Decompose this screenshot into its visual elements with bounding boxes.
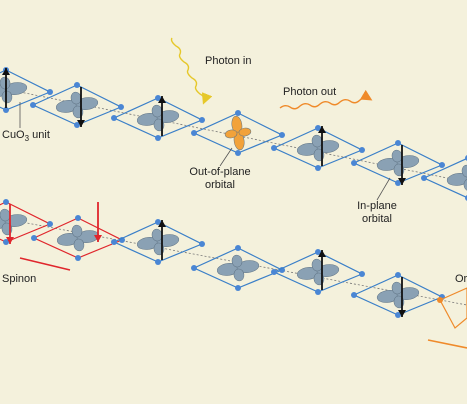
oxygen-atom (351, 292, 357, 298)
orbital-lobe-icon (376, 149, 420, 177)
cuo3-unit-label: CuO3 unit (2, 129, 50, 144)
oxygen-atom (75, 255, 81, 261)
photon-out-wave-icon (279, 89, 373, 110)
oxygen-atom (235, 110, 241, 116)
oxygen-atom (118, 104, 124, 110)
in-plane-orbital-label: In-plane orbital (357, 200, 397, 225)
out-of-plane-leader (219, 147, 233, 167)
oxygen-atom (155, 95, 161, 101)
oxygen-atom (315, 289, 321, 295)
spin-up-arrow-icon-head (318, 126, 326, 133)
oxygen-atom (271, 269, 277, 275)
oxygen-atom (111, 115, 117, 121)
oxygen-atom (30, 102, 36, 108)
orbital-lobe-icon (136, 228, 180, 256)
oxygen-atom (199, 241, 205, 247)
orbital-lobe-icon (446, 164, 467, 192)
orbiton-atom (437, 297, 443, 303)
oxygen-atom (3, 239, 9, 245)
oxygen-atom (191, 265, 197, 271)
oxygen-atom (279, 132, 285, 138)
oxygen-atom (191, 130, 197, 136)
spinon-arrow-icon-head (94, 235, 102, 242)
orbital-lobe-icon (136, 104, 180, 132)
oxygen-atom (359, 271, 365, 277)
oxygen-atom (111, 239, 117, 245)
oxygen-atom (395, 272, 401, 278)
oxygen-atom (271, 145, 277, 151)
spin-up-arrow-icon-head (158, 96, 166, 103)
oxygen-atom (439, 162, 445, 168)
oxygen-atom (74, 122, 80, 128)
oxygen-atom (31, 235, 37, 241)
oxygen-atom (395, 140, 401, 146)
in-plane-leader (376, 177, 391, 201)
orbital-lobe-icon (56, 224, 100, 252)
orbital-lobe-icon (216, 254, 260, 282)
oxygen-atom (3, 107, 9, 113)
oxygen-atom (235, 285, 241, 291)
out-of-plane-orbital-icon (224, 115, 252, 151)
oxygen-atom (315, 165, 321, 171)
orbital-lobe-icon (0, 76, 28, 104)
spin-up-arrow-icon-head (2, 68, 10, 75)
oxygen-atom (421, 175, 427, 181)
oxygen-atom (315, 125, 321, 131)
oxygen-atom (395, 312, 401, 318)
oxygen-atom (155, 219, 161, 225)
oxygen-atom (199, 117, 205, 123)
orbital-lobe-icon (55, 91, 99, 119)
oxygen-atom (75, 215, 81, 221)
spin-up-arrow-icon-head (158, 220, 166, 227)
out-of-plane-orbital-label: Out-of-plane orbital (189, 166, 251, 191)
oxygen-atom (47, 89, 53, 95)
oxygen-atom (47, 221, 53, 227)
oxygen-atom (351, 160, 357, 166)
photon-in-wave-icon (170, 37, 213, 105)
oxygen-atom (235, 245, 241, 251)
photon-in-label: Photon in (205, 55, 252, 67)
oxygen-atom (359, 147, 365, 153)
orbiton-label: Or (455, 273, 467, 285)
spin-down-arrow-icon-head (398, 178, 406, 185)
cuo3-plaquette (422, 157, 467, 199)
spin-down-arrow-icon-head (6, 237, 14, 244)
orbiton-plaquette (439, 287, 467, 329)
orbiton-track (427, 339, 467, 349)
orbital-lobe-icon (376, 281, 420, 309)
spin-up-arrow-icon-head (318, 250, 326, 257)
spin-down-arrow-icon-head (77, 120, 85, 127)
orbital-lobe-icon (296, 258, 340, 286)
spinon-label: Spinon (2, 273, 37, 285)
oxygen-atom (395, 180, 401, 186)
oxygen-atom (235, 150, 241, 156)
oxygen-atom (74, 82, 80, 88)
photon-out-label: Photon out (283, 86, 337, 98)
oxygen-atom (3, 199, 9, 205)
oxygen-atom (155, 135, 161, 141)
oxygen-atom (155, 259, 161, 265)
spinon-track (19, 257, 71, 271)
spin-down-arrow-icon-head (398, 310, 406, 317)
orbital-lobe-icon (296, 134, 340, 162)
oxygen-atom (315, 249, 321, 255)
